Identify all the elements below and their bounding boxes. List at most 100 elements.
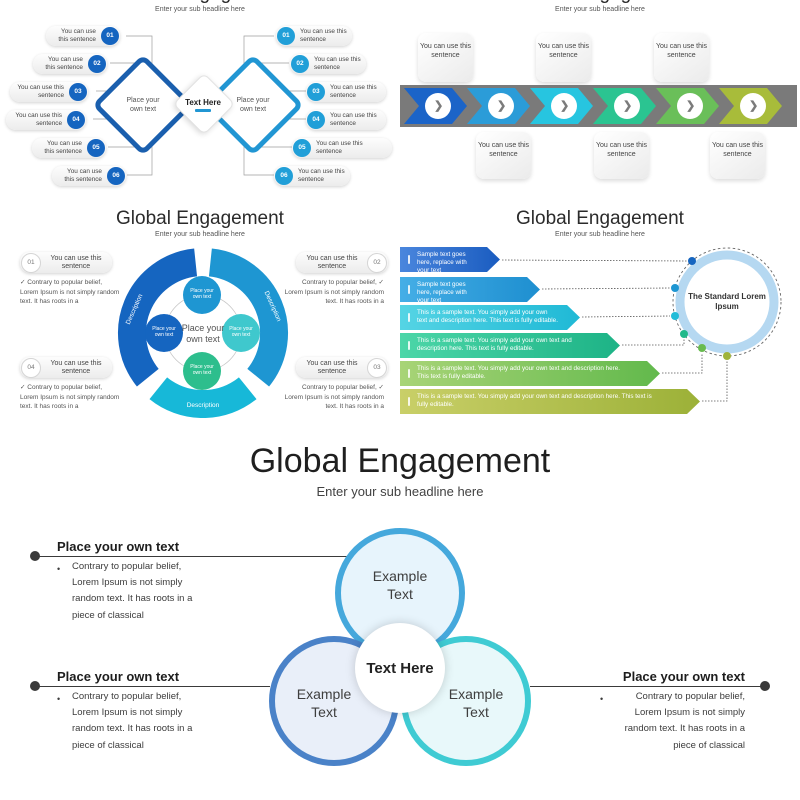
callout-line: [35, 686, 270, 688]
arrow-bar: [400, 277, 540, 302]
text-box: You can use this sentence: [536, 33, 591, 82]
option-circle: [145, 314, 183, 352]
chevron-right-icon: ❯: [560, 100, 570, 112]
numbered-label: 01 You can use this sentence: [20, 252, 112, 273]
connector-line: [127, 143, 153, 176]
callout-body: Contrary to popular belief, Lorem Ipsum …: [624, 691, 745, 751]
dotted-connector: [662, 353, 703, 374]
description-text: ✓ Contrary to popular belief, Lorem Ipsu…: [20, 279, 120, 305]
text-box: You can use this sentence: [418, 33, 473, 82]
numbered-label: 04 You can use this sentence: [20, 357, 112, 378]
number-badge: 05: [293, 139, 311, 157]
option-circle: [183, 352, 221, 390]
callout-item: 02 You can use this sentence: [290, 54, 366, 74]
bar-tick-icon: [408, 369, 410, 378]
arrow-bar: [400, 333, 620, 358]
bar-text: This is a sample text. You simply add yo…: [417, 393, 652, 408]
option-circle: [183, 276, 221, 314]
chevron-arrows: [404, 88, 782, 124]
option-circle: [222, 314, 260, 352]
bar-text: This is a sample text. You simply add yo…: [417, 309, 558, 324]
slide4-subtitle: Enter your sub headline here: [555, 231, 645, 238]
dotted-connector: [501, 259, 688, 262]
connector-dot: [680, 330, 688, 338]
slide-main-venn[interactable]: Global Engagement Enter your sub headlin…: [0, 420, 800, 800]
callout-item: You can use this sentence 03: [10, 82, 88, 102]
number-badge: 03: [307, 83, 325, 101]
callout-heading: Place your own text: [57, 669, 180, 684]
dashed-outline-circle: [672, 247, 782, 357]
bullet-icon: •: [600, 694, 604, 704]
numbered-label: 03 You can use this sentence: [296, 357, 388, 378]
donut-segment: [208, 248, 289, 387]
description-text: ✓ Contrary to popular belief, Lorem Ipsu…: [20, 384, 120, 410]
slide1-subtitle: Enter your sub headline here: [155, 6, 245, 13]
callout-body: Contrary to popular belief, Lorem Ipsum …: [72, 691, 193, 751]
text-box: You can use this sentence: [710, 132, 765, 179]
text-box: You can use this sentence: [654, 33, 709, 82]
callout-text: You can use this sentence: [58, 28, 96, 43]
slide5-subtitle: Enter your sub headline here: [316, 484, 484, 499]
step-circle: [740, 93, 766, 119]
number-badge: 02: [367, 253, 387, 273]
callout-item: You can use this sentence 06: [52, 166, 126, 186]
bar-tick-icon: [408, 341, 410, 350]
number-badge: 05: [87, 139, 105, 157]
callout-text: You can use this sentence: [314, 56, 361, 71]
callout-text: You can use this sentence: [45, 56, 83, 71]
label-text: You can use this sentence: [306, 254, 358, 270]
bullet-icon: •: [57, 564, 61, 574]
callout-text: You can use this sentence: [17, 84, 64, 99]
step-circle: [677, 93, 703, 119]
chevron-right-icon: ❯: [434, 100, 444, 112]
number-badge: 01: [21, 253, 41, 273]
callout-text: You can use this sentence: [330, 112, 377, 127]
bar-text: Sample text goes here, replace with your…: [417, 281, 467, 304]
callout-line: [530, 686, 765, 688]
number-badge: 06: [107, 167, 125, 185]
description-text: Contrary to popular belief, ✓ Lorem Ipsu…: [284, 384, 384, 410]
label-text: You can use this sentence: [50, 359, 102, 375]
venn-label-top: Example Text: [372, 568, 428, 602]
option-circle-label: Place your own text: [152, 326, 176, 338]
bar-tick-icon: [408, 313, 410, 322]
description-text: Contrary to popular belief, ✓ Lorem Ipsu…: [284, 279, 384, 305]
bar-tick-icon: [408, 255, 410, 264]
callout-item: You can use this sentence 05: [32, 138, 106, 158]
bar-tick-icon: [408, 285, 410, 294]
number-badge: 06: [275, 167, 293, 185]
bar-text: Sample text goes here, replace with your…: [417, 251, 467, 274]
slide-thumbnail-diamond[interactable]: Global Engagement Enter your sub headlin…: [0, 0, 400, 196]
callout-dot: [760, 681, 770, 691]
slide-thumbnail-arrows[interactable]: Global Engagement Enter your sub headlin…: [400, 200, 800, 418]
slide2-subtitle: Enter your sub headline here: [555, 6, 645, 13]
slide4-title: Global Engagement: [516, 208, 684, 229]
callout-item: 06 You can use this sentence: [274, 166, 350, 186]
option-circle-label: Place your own text: [229, 326, 253, 338]
slide1-title: Global Engagement: [0, 0, 400, 4]
arrow-bars: [400, 247, 782, 414]
callout-item: 04 You can use this sentence: [306, 110, 386, 130]
number-badge: 04: [21, 358, 41, 378]
callout-heading: Place your own text: [57, 539, 180, 554]
bar-text: This is a sample text. You simply add yo…: [417, 337, 572, 352]
bar-tick-icon: [408, 397, 410, 406]
callout-item: 05 You can use this sentence: [292, 138, 392, 158]
slide-thumbnail-donut[interactable]: Global Engagement Enter your sub headlin…: [0, 200, 400, 418]
callout-dot: [30, 681, 40, 691]
donut-segment: [117, 248, 198, 387]
slide3-title: Global Engagement: [116, 208, 284, 229]
step-circle: [425, 93, 451, 119]
highlight-ring: [675, 250, 779, 354]
slide-thumbnail-chevrons[interactable]: Global Engagement Enter your sub headlin…: [400, 0, 800, 196]
connector-line: [126, 35, 153, 67]
callout-text: You can use this sentence: [316, 140, 363, 155]
callout-text: You can use this sentence: [300, 28, 347, 43]
arrow-bar: [400, 305, 580, 330]
number-badge: 01: [101, 27, 119, 45]
number-badge: 01: [277, 27, 295, 45]
slide3-subtitle: Enter your sub headline here: [155, 231, 245, 238]
connector-dot: [688, 257, 696, 265]
diamond-right-label: Place your own text: [236, 97, 270, 113]
